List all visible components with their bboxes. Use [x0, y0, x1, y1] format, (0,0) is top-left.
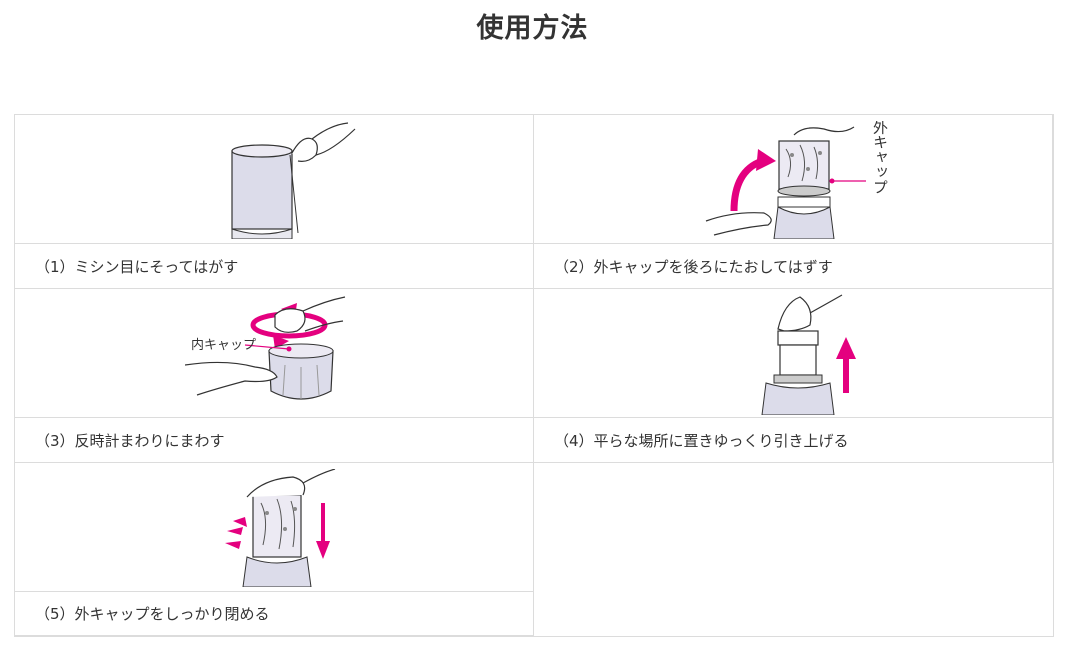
step-3-illustration-cell: 内キャップ [15, 289, 534, 418]
step-5-caption: （5）外キャップをしっかり閉める [15, 592, 534, 636]
instruction-grid: （1）ミシン目にそってはがす 外キャップ （2）外キャップを後ろにたおしてはずす [14, 114, 1054, 637]
step-3-caption: （3）反時計まわりにまわす [15, 418, 534, 463]
step-5-illustration [225, 469, 336, 587]
page-title: 使用方法 [476, 13, 589, 44]
step-2-caption: （2）外キャップを後ろにたおしてはずす [534, 244, 1053, 289]
inner-cap-callout: 内キャップ [191, 337, 256, 353]
step-4-illustration-cell [534, 289, 1053, 418]
step-2-illustration: 外キャップ [705, 121, 889, 239]
step-5-illustration-cell [15, 463, 534, 592]
step-4-illustration [761, 294, 856, 415]
step-4-caption: （4）平らな場所に置きゆっくり引き上げる [534, 418, 1053, 463]
step-3-illustration: 内キャップ [185, 296, 346, 400]
step-1-illustration-cell [15, 115, 534, 244]
step-1-caption: （1）ミシン目にそってはがす [15, 244, 534, 289]
step-2-illustration-cell: 外キャップ [534, 115, 1053, 244]
step-1-illustration [231, 122, 356, 239]
outer-cap-callout: 外キャップ [871, 121, 889, 195]
empty-cell [534, 463, 1053, 636]
